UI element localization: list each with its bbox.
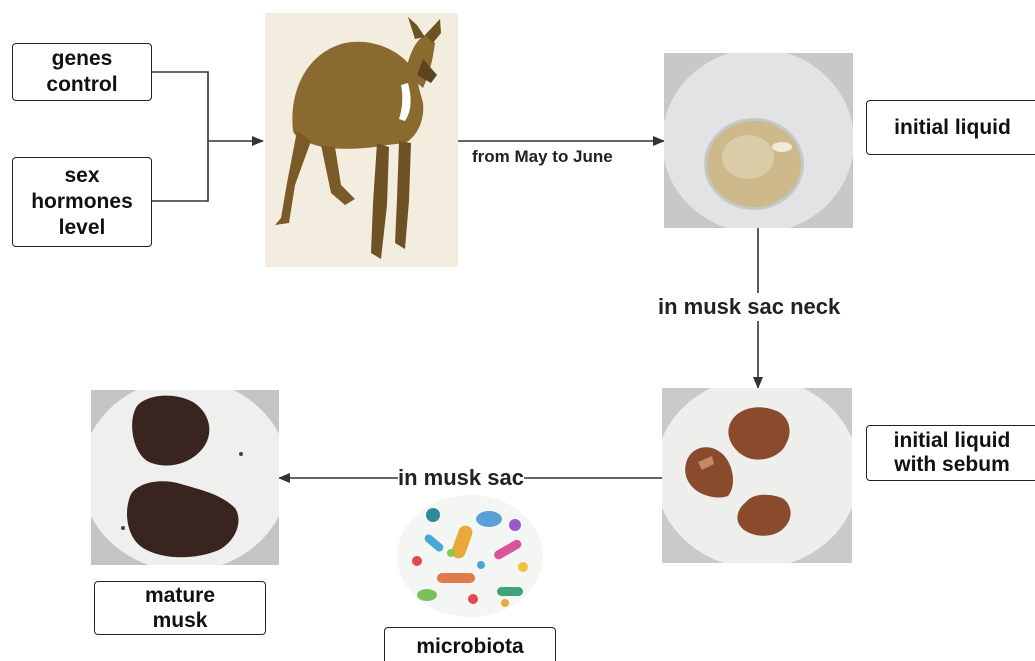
genes-control-box: genes control <box>12 43 152 101</box>
sex-hormones-level-box: sex hormones level <box>12 157 152 247</box>
musk-deer-image <box>265 13 458 267</box>
transition-label-musk-sac: in musk sac <box>398 464 524 492</box>
mature-musk-box: mature musk <box>94 581 266 635</box>
initial-liquid-with-sebum-image <box>662 388 852 563</box>
initial-liquid-box: initial liquid <box>866 100 1035 155</box>
transition-label-musk-sac-neck: in musk sac neck <box>658 293 840 321</box>
microbiota-image <box>397 495 543 617</box>
mature-musk-image <box>91 390 279 565</box>
microbiota-box: microbiota <box>384 627 556 661</box>
initial-liquid-image <box>664 53 853 228</box>
transition-label-may-june: from May to June <box>472 146 613 168</box>
genes-connector <box>152 72 208 141</box>
initial-liquid-with-sebum-box: initial liquid with sebum <box>866 425 1035 481</box>
hormones-connector <box>152 141 208 201</box>
